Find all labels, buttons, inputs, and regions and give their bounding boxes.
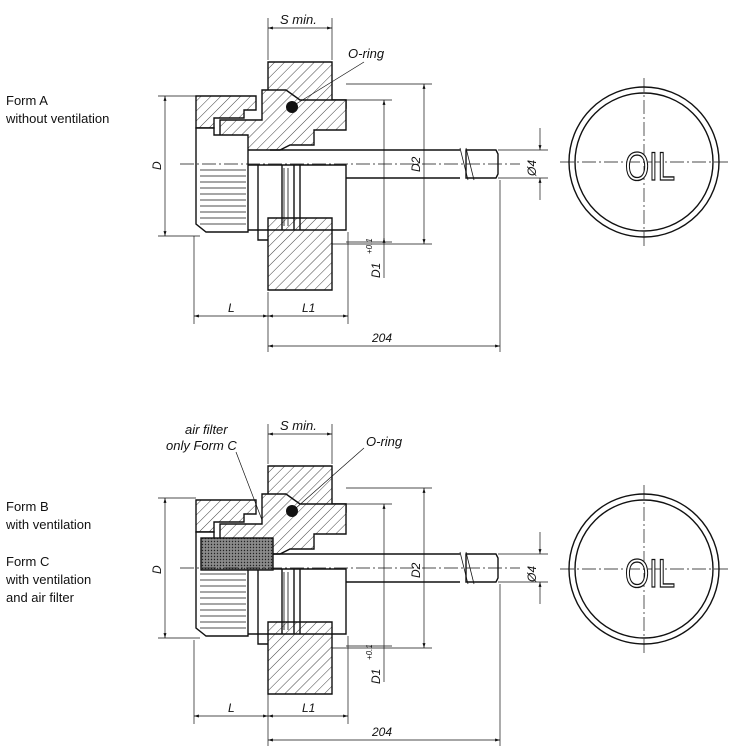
- lower-o-ring-label: O-ring: [366, 434, 403, 449]
- upper-dia4-label: Ø4: [525, 160, 539, 177]
- upper-cap-front-view: OIL: [560, 78, 728, 246]
- upper-d1-label: D1: [369, 263, 383, 278]
- form-c-label: Form C with ventilation and air filter: [6, 553, 91, 607]
- lower-d2-label: D2: [409, 562, 423, 578]
- lower-d1-label: D1: [369, 669, 383, 684]
- upper-l-label: L: [228, 301, 235, 315]
- upper-d2-label: D2: [409, 156, 423, 172]
- lower-l1-label: L1: [302, 701, 315, 715]
- form-b-title: Form B: [6, 499, 49, 514]
- form-a-label: Form A without ventilation: [6, 92, 109, 128]
- upper-o-ring-label: O-ring: [348, 46, 385, 61]
- upper-side-view: S min. O-ring D D1 +0.1 D2 Ø4 L L1 204: [150, 12, 548, 352]
- form-c-title: Form C: [6, 554, 50, 569]
- lower-204-label: 204: [371, 725, 392, 739]
- upper-cap-oil-text: OIL: [625, 145, 675, 189]
- lower-s-min-label: S min.: [280, 418, 317, 433]
- lower-l-label: L: [228, 701, 235, 715]
- form-a-title: Form A: [6, 93, 48, 108]
- lower-cap-oil-text: OIL: [625, 552, 675, 596]
- lower-dia4-label: Ø4: [525, 566, 539, 583]
- lower-d1-tolerance: +0.1: [365, 644, 374, 660]
- form-c-description-2: and air filter: [6, 590, 74, 605]
- lower-air-filter-label-1: air filter: [185, 422, 228, 437]
- upper-l1-label: L1: [302, 301, 315, 315]
- form-a-description: without ventilation: [6, 111, 110, 126]
- lower-side-view: air filter only Form C S min. O-ring D D…: [150, 418, 548, 746]
- air-filter: [200, 537, 274, 571]
- form-c-description-1: with ventilation: [6, 572, 92, 587]
- form-b-description: with ventilation: [6, 517, 92, 532]
- lower-d-label: D: [150, 565, 164, 574]
- form-b-label: Form B with ventilation: [6, 498, 91, 534]
- lower-air-filter-label-2: only Form C: [166, 438, 237, 453]
- upper-s-min-label: S min.: [280, 12, 317, 27]
- upper-d-label: D: [150, 161, 164, 170]
- upper-204-label: 204: [371, 331, 392, 345]
- upper-d1-tolerance: +0.1: [365, 238, 374, 254]
- lower-cap-front-view: OIL: [560, 485, 728, 653]
